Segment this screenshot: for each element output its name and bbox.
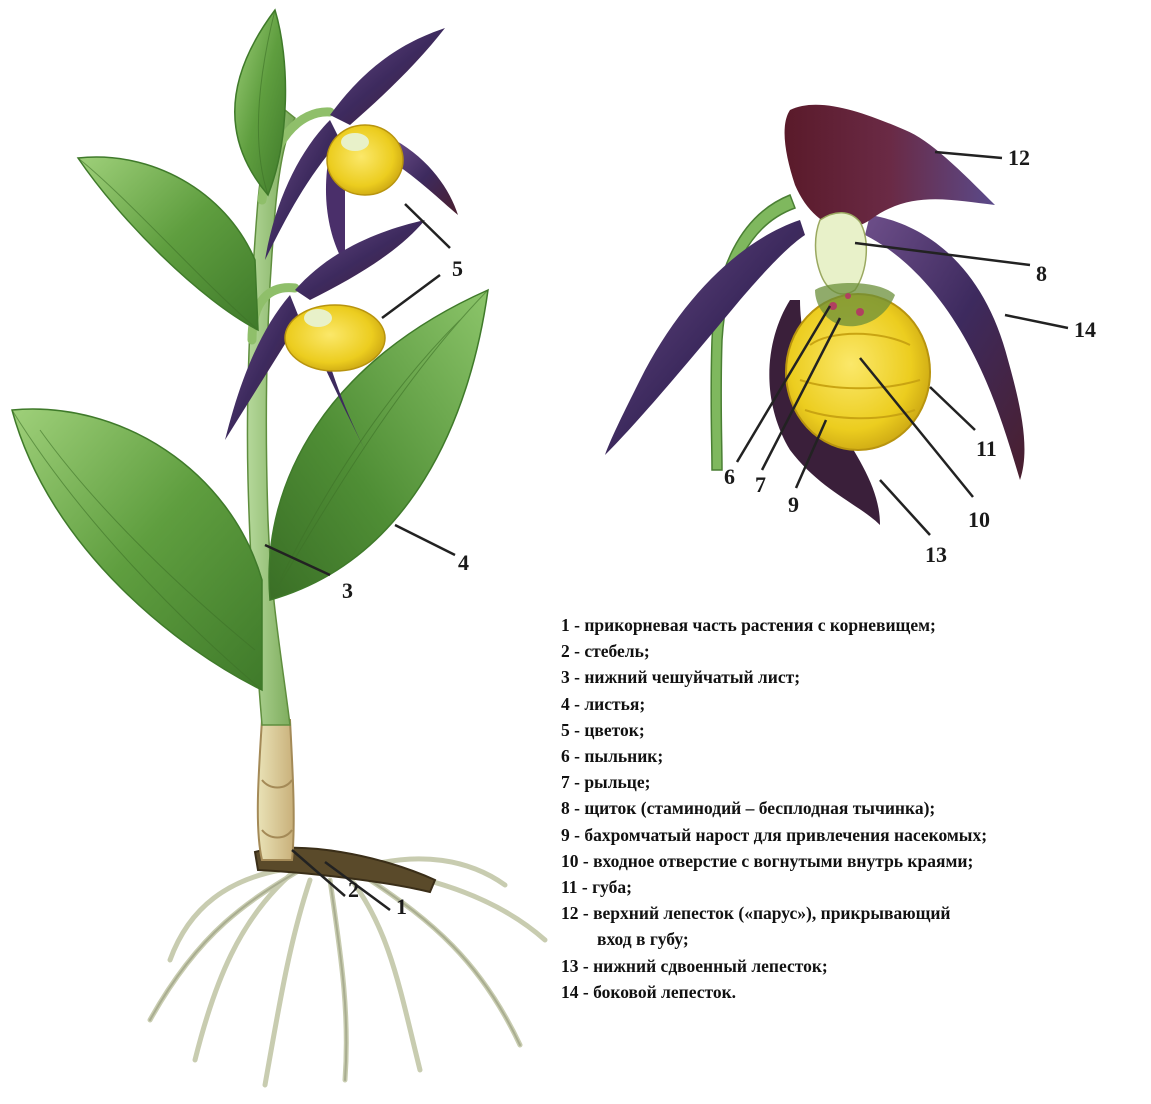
callout-2: 2 [348,877,359,902]
upper-petal-sail [785,105,995,228]
legend: 1 - прикорневая часть растения с корневи… [561,612,1151,1005]
legend-item: 3 - нижний чешуйчатый лист; [561,664,1151,690]
flower-upper [265,28,458,265]
legend-item: 10 - входное отверстие с вогнутыми внутр… [561,848,1151,874]
legend-item: 8 - щиток (стаминодий – бесплодная тычин… [561,795,1151,821]
legend-item: 4 - листья; [561,691,1151,717]
callout-7: 7 [755,472,766,497]
callout-4: 4 [458,550,469,575]
legend-item: 5 - цветок; [561,717,1151,743]
legend-item-continuation: вход в губу; [561,926,1151,952]
legend-item: 13 - нижний сдвоенный лепесток; [561,953,1151,979]
legend-item: 6 - пыльник; [561,743,1151,769]
legend-item: 14 - боковой лепесток. [561,979,1151,1005]
callout-12: 12 [1008,145,1030,170]
callout-9: 9 [788,492,799,517]
stem-base [258,720,294,860]
callout-1: 1 [396,894,407,919]
legend-item: 9 - бахромчатый нарост для привлечения н… [561,822,1151,848]
leaf-lower-left [12,409,262,690]
legend-item: 12 - верхний лепесток («парус»), прикрыв… [561,900,1151,926]
legend-item: 1 - прикорневая часть растения с корневи… [561,612,1151,638]
legend-item: 7 - рыльце; [561,769,1151,795]
callout-14: 14 [1074,317,1096,342]
plant-drawing [12,10,545,1085]
callout-8: 8 [1036,261,1047,286]
legend-continuation-text: вход в губу; [561,926,1151,952]
legend-item: 11 - губа; [561,874,1151,900]
callout-5: 5 [452,256,463,281]
legend-item: 2 - стебель; [561,638,1151,664]
callout-10: 10 [968,507,990,532]
staminode [816,213,867,294]
flower-detail-drawing [605,105,1068,535]
callout-6: 6 [724,464,735,489]
callout-11: 11 [976,436,997,461]
callout-13: 13 [925,542,947,567]
callout-3: 3 [342,578,353,603]
